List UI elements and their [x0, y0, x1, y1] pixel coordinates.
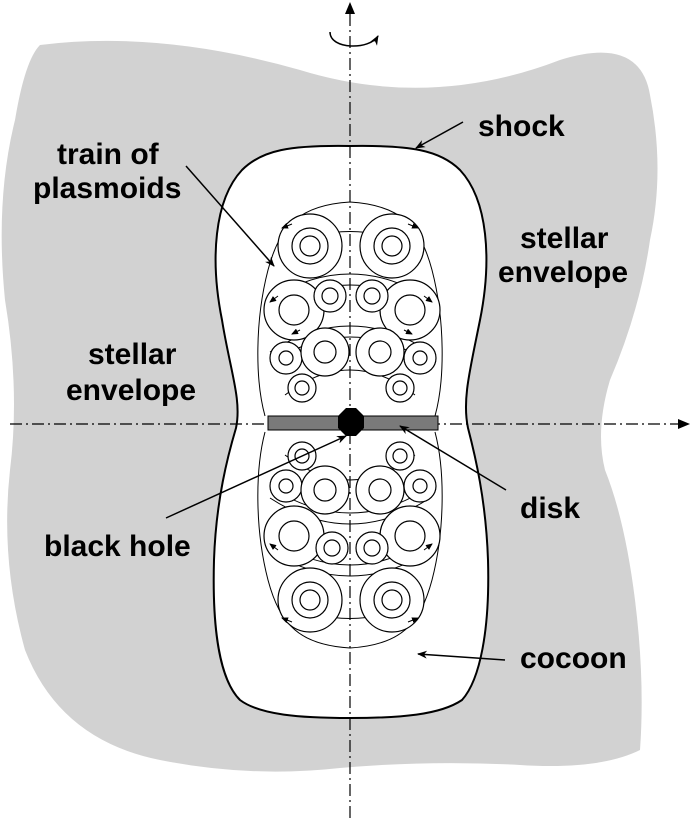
- label-stellar-left-1: stellar: [88, 338, 177, 371]
- label-disk: disk: [520, 492, 580, 525]
- label-stellar-right-2: envelope: [498, 256, 628, 289]
- shock-leader: [415, 121, 464, 149]
- black-hole-leader: [165, 435, 347, 519]
- rotation-arrow: [329, 31, 379, 47]
- plasmoids-top: [263, 213, 441, 403]
- black-hole: [338, 408, 364, 436]
- circulation-arrows: [269, 222, 433, 624]
- train-leader: [185, 165, 275, 267]
- disk-leader: [399, 425, 507, 491]
- label-train-line2: plasmoids: [33, 172, 181, 205]
- label-stellar-right-1: stellar: [520, 222, 609, 255]
- label-black-hole: black hole: [44, 530, 191, 563]
- label-stellar-left-2: envelope: [66, 374, 196, 407]
- vertical-axis-arrowhead: [345, 2, 355, 14]
- cocoon-leader: [417, 650, 506, 661]
- horizontal-axis-arrowhead: [678, 419, 690, 429]
- label-cocoon: cocoon: [520, 642, 627, 675]
- label-shock: shock: [478, 110, 565, 143]
- plasmoids-bottom: [263, 441, 441, 633]
- label-train-line1: train of: [57, 138, 160, 171]
